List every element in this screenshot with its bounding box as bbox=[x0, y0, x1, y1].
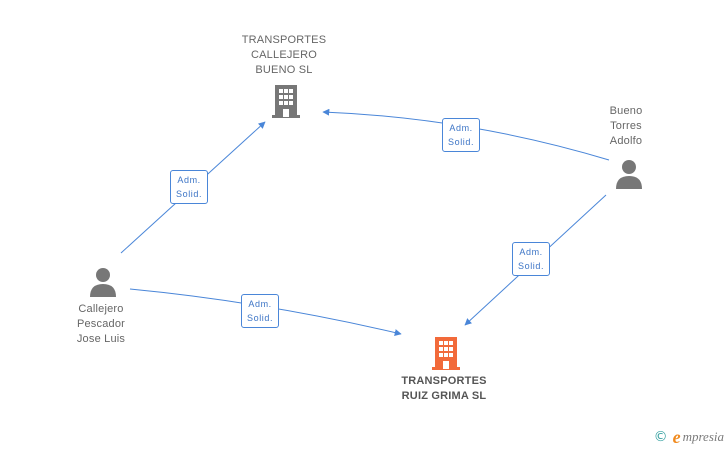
company-top-label-line: BUENO SL bbox=[255, 64, 313, 76]
company-main-label-line: TRANSPORTES bbox=[401, 375, 487, 387]
brand-logo-initial: e bbox=[672, 426, 681, 447]
edge-label-right-to-top[interactable]: Adm. Solid. bbox=[442, 118, 481, 152]
company-top-label[interactable]: TRANSPORTES CALLEJERO BUENO SL bbox=[236, 33, 332, 78]
edge-label-right-to-main[interactable]: Adm. Solid. bbox=[512, 242, 551, 276]
person-right-label-line: Adolfo bbox=[609, 135, 643, 147]
edge-label-line: Adm. bbox=[177, 175, 201, 185]
edge-label-line: Solid. bbox=[176, 189, 203, 199]
brand-logo-text: mpresia bbox=[682, 429, 724, 444]
company-main-label-line: RUIZ GRIMA SL bbox=[401, 390, 487, 402]
copyright-symbol: © bbox=[653, 429, 668, 445]
footer-brand: © e mpresia bbox=[654, 427, 724, 447]
person-left-label-line: Jose Luis bbox=[76, 333, 126, 345]
person-icon[interactable] bbox=[88, 266, 118, 298]
building-icon[interactable] bbox=[270, 83, 302, 119]
building-icon[interactable] bbox=[430, 335, 462, 371]
company-main-label[interactable]: TRANSPORTES RUIZ GRIMA SL bbox=[384, 374, 504, 404]
person-right-label-line: Bueno bbox=[609, 105, 643, 117]
person-right-label-line: Torres bbox=[610, 120, 642, 132]
edge-label-line: Solid. bbox=[247, 313, 274, 323]
person-right-label[interactable]: Bueno Torres Adolfo bbox=[596, 104, 656, 149]
edge-label-line: Solid. bbox=[448, 137, 475, 147]
company-top-label-line: CALLEJERO bbox=[251, 49, 317, 61]
edge-label-line: Adm. bbox=[519, 247, 543, 257]
edge-label-line: Adm. bbox=[449, 123, 473, 133]
person-left-label[interactable]: Callejero Pescador Jose Luis bbox=[56, 302, 146, 347]
edge-label-line: Solid. bbox=[518, 261, 545, 271]
edge-label-left-to-top[interactable]: Adm. Solid. bbox=[170, 170, 209, 204]
company-top-label-line: TRANSPORTES bbox=[241, 34, 327, 46]
person-left-label-line: Pescador bbox=[76, 318, 126, 330]
edge-label-line: Adm. bbox=[248, 299, 272, 309]
edge-label-left-to-main[interactable]: Adm. Solid. bbox=[241, 294, 280, 328]
person-icon[interactable] bbox=[614, 158, 644, 190]
person-left-label-line: Callejero bbox=[78, 303, 124, 315]
